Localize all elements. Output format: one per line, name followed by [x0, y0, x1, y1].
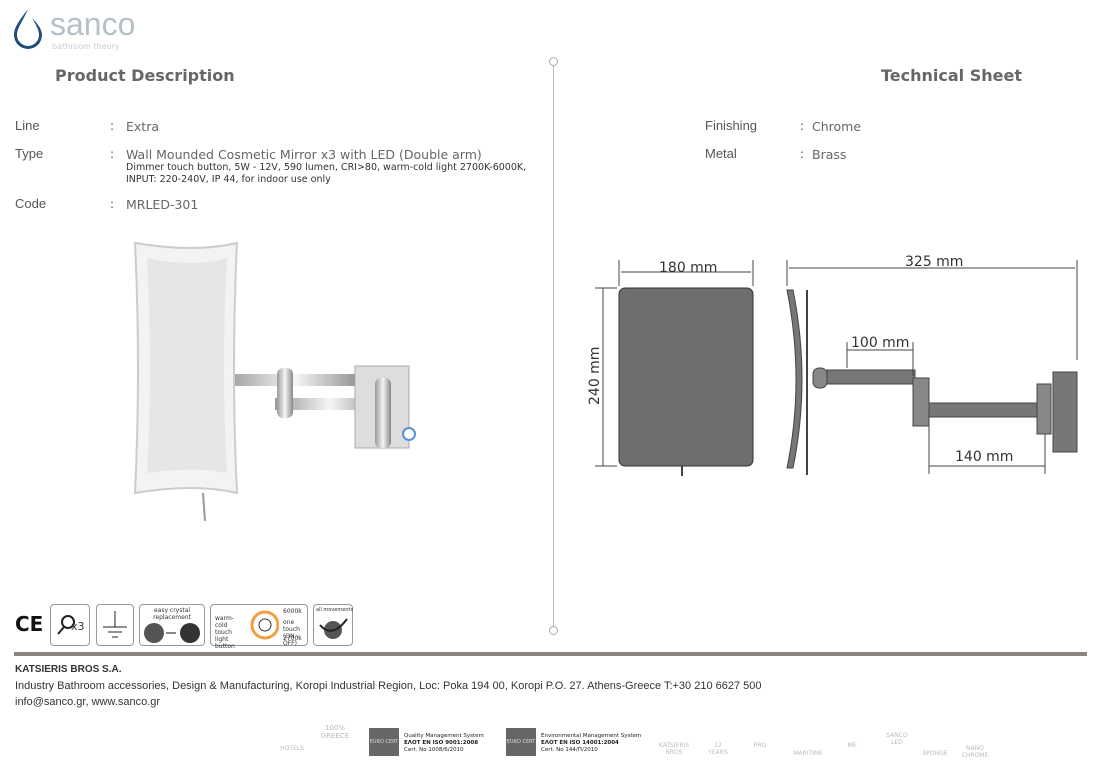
finishing-label: Finishing [705, 118, 758, 133]
divider-dot [549, 626, 558, 635]
dim-depth: 325 mm [905, 254, 963, 270]
code-value: MRLED-301 [126, 197, 199, 212]
line-label: Line [15, 118, 40, 133]
dim-arm1: 100 mm [851, 335, 909, 351]
type-details-2: INPUT: 220-240V, IP 44, for indoor use o… [126, 174, 331, 185]
badge-katsieris: KATSIERIS BROS [658, 742, 690, 756]
badge-maritime: MARITIME [793, 750, 823, 757]
crystal-replacement-icon: easy crystal replacement [139, 604, 205, 646]
metal-value: Brass [812, 147, 847, 162]
eurocert-logo: EURO CERT [369, 728, 399, 756]
cert-quality: Quality Management System EΛOT EN ISO 90… [404, 733, 484, 753]
dim-height: 240 mm [587, 347, 603, 405]
technical-drawing: 180 mm 240 mm 325 mm 100 mm 140 mm [587, 254, 1078, 476]
type-value: Wall Mounded Cosmetic Mirror x3 with LED… [126, 147, 482, 162]
water-drop-icon [14, 9, 42, 49]
badge-pro: PRO [753, 742, 767, 749]
dim-width: 180 mm [659, 260, 717, 276]
badge-sanco-led: SANCO LED [886, 732, 908, 746]
product-image [133, 241, 416, 522]
footer-divider [14, 652, 1087, 656]
type-details-1: Dimmer touch button, 5W - 12V, 590 lumen… [126, 162, 527, 173]
column-divider [553, 62, 554, 630]
colon: : [800, 147, 805, 161]
type-label: Type [15, 146, 44, 161]
code-label: Code [15, 196, 47, 211]
metal-label: Metal [705, 146, 737, 161]
finishing-value: Chrome [812, 119, 862, 134]
technical-sheet-title: Technical Sheet [881, 66, 1022, 85]
badge-12-years: 12 YEARS [708, 742, 728, 756]
touch-light-button-icon: warm-cold touch light button 6000k one t… [210, 604, 308, 650]
company-address: Industry Bathroom accessories, Design & … [15, 680, 762, 692]
divider-dot [549, 57, 558, 66]
cert-environmental: Environmental Management System EΛOT EN … [541, 733, 642, 753]
brand-tagline: bathroom theory [52, 42, 120, 51]
company-contact[interactable]: info@sanco.gr, www.sanco.gr [15, 696, 161, 708]
badge-me: ME [847, 742, 857, 749]
badge-greece: 100% GREECE [320, 724, 350, 740]
company-name: KATSIERIS BROS S.A. [15, 664, 122, 675]
dim-arm2: 140 mm [955, 449, 1013, 465]
badge-hotels: HOTELS [280, 745, 304, 752]
colon: : [110, 119, 115, 133]
ce-mark-icon: CE [15, 612, 44, 636]
all-movements-icon: all movements [313, 604, 353, 646]
badge-nano-chrome: NANO CHROME [961, 745, 989, 759]
colon: : [110, 147, 115, 161]
brand-name: sanco [50, 6, 136, 42]
ground-icon [96, 604, 134, 646]
product-description-title: Product Description [55, 66, 235, 85]
logo[interactable]: sanco bathroom theory [10, 6, 135, 54]
badge-sponge: SPONGE [922, 750, 948, 757]
magnify-x3-icon: x3 [50, 604, 90, 646]
eurocert-logo: EURO CERT [506, 728, 536, 756]
colon: : [800, 119, 805, 133]
colon: : [110, 197, 115, 211]
line-value: Extra [126, 119, 159, 134]
